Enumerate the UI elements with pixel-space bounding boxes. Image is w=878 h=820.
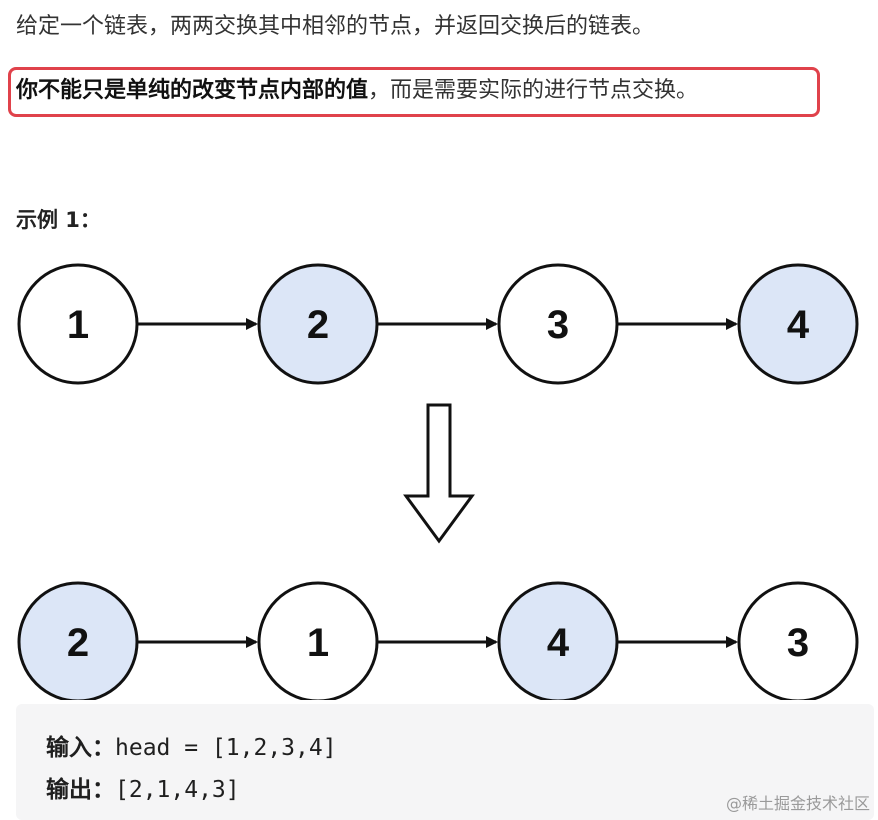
node-label: 4 <box>787 303 810 347</box>
output-value: [2,1,4,3] <box>115 777 240 803</box>
example-code-block: 输入：head = [1,2,3,4] 输出：[2,1,4,3] <box>16 704 874 820</box>
constraint-bold-text: 你不能只是单纯的改变节点内部的值 <box>16 78 369 103</box>
problem-description: 给定一个链表，两两交换其中相邻的节点，并返回交换后的链表。 <box>16 14 655 39</box>
node-after-2: 1 <box>257 581 379 700</box>
node-label: 3 <box>547 303 569 347</box>
output-label: 输出： <box>46 777 115 803</box>
node-label: 4 <box>547 621 570 665</box>
node-label: 1 <box>67 303 89 347</box>
node-label: 1 <box>307 621 329 665</box>
highlight-box <box>8 67 820 117</box>
node-label: 2 <box>307 303 329 347</box>
input-label: 输入： <box>46 735 115 761</box>
node-after-1: 2 <box>17 581 139 700</box>
input-line: 输入：head = [1,2,3,4] <box>46 728 337 762</box>
constraint-note: 你不能只是单纯的改变节点内部的值，而是需要实际的进行节点交换。 <box>16 76 698 106</box>
node-before-3: 3 <box>497 263 619 385</box>
input-value: head = [1,2,3,4] <box>115 735 337 761</box>
linked-list-diagram: 1 2 3 4 2 1 4 3 <box>17 263 859 700</box>
node-label: 2 <box>67 621 89 665</box>
node-before-4: 4 <box>737 263 859 385</box>
node-after-4: 3 <box>737 581 859 700</box>
node-before-2: 2 <box>257 263 379 385</box>
constraint-rest-text: ，而是需要实际的进行节点交换。 <box>368 78 699 103</box>
node-before-1: 1 <box>17 263 139 385</box>
node-after-3: 4 <box>497 581 619 700</box>
watermark: @稀土掘金技术社区 <box>725 794 870 813</box>
node-label: 3 <box>787 621 809 665</box>
example-title: 示例 1： <box>16 208 101 232</box>
output-line: 输出：[2,1,4,3] <box>46 770 240 804</box>
transform-down-arrow <box>403 403 475 544</box>
